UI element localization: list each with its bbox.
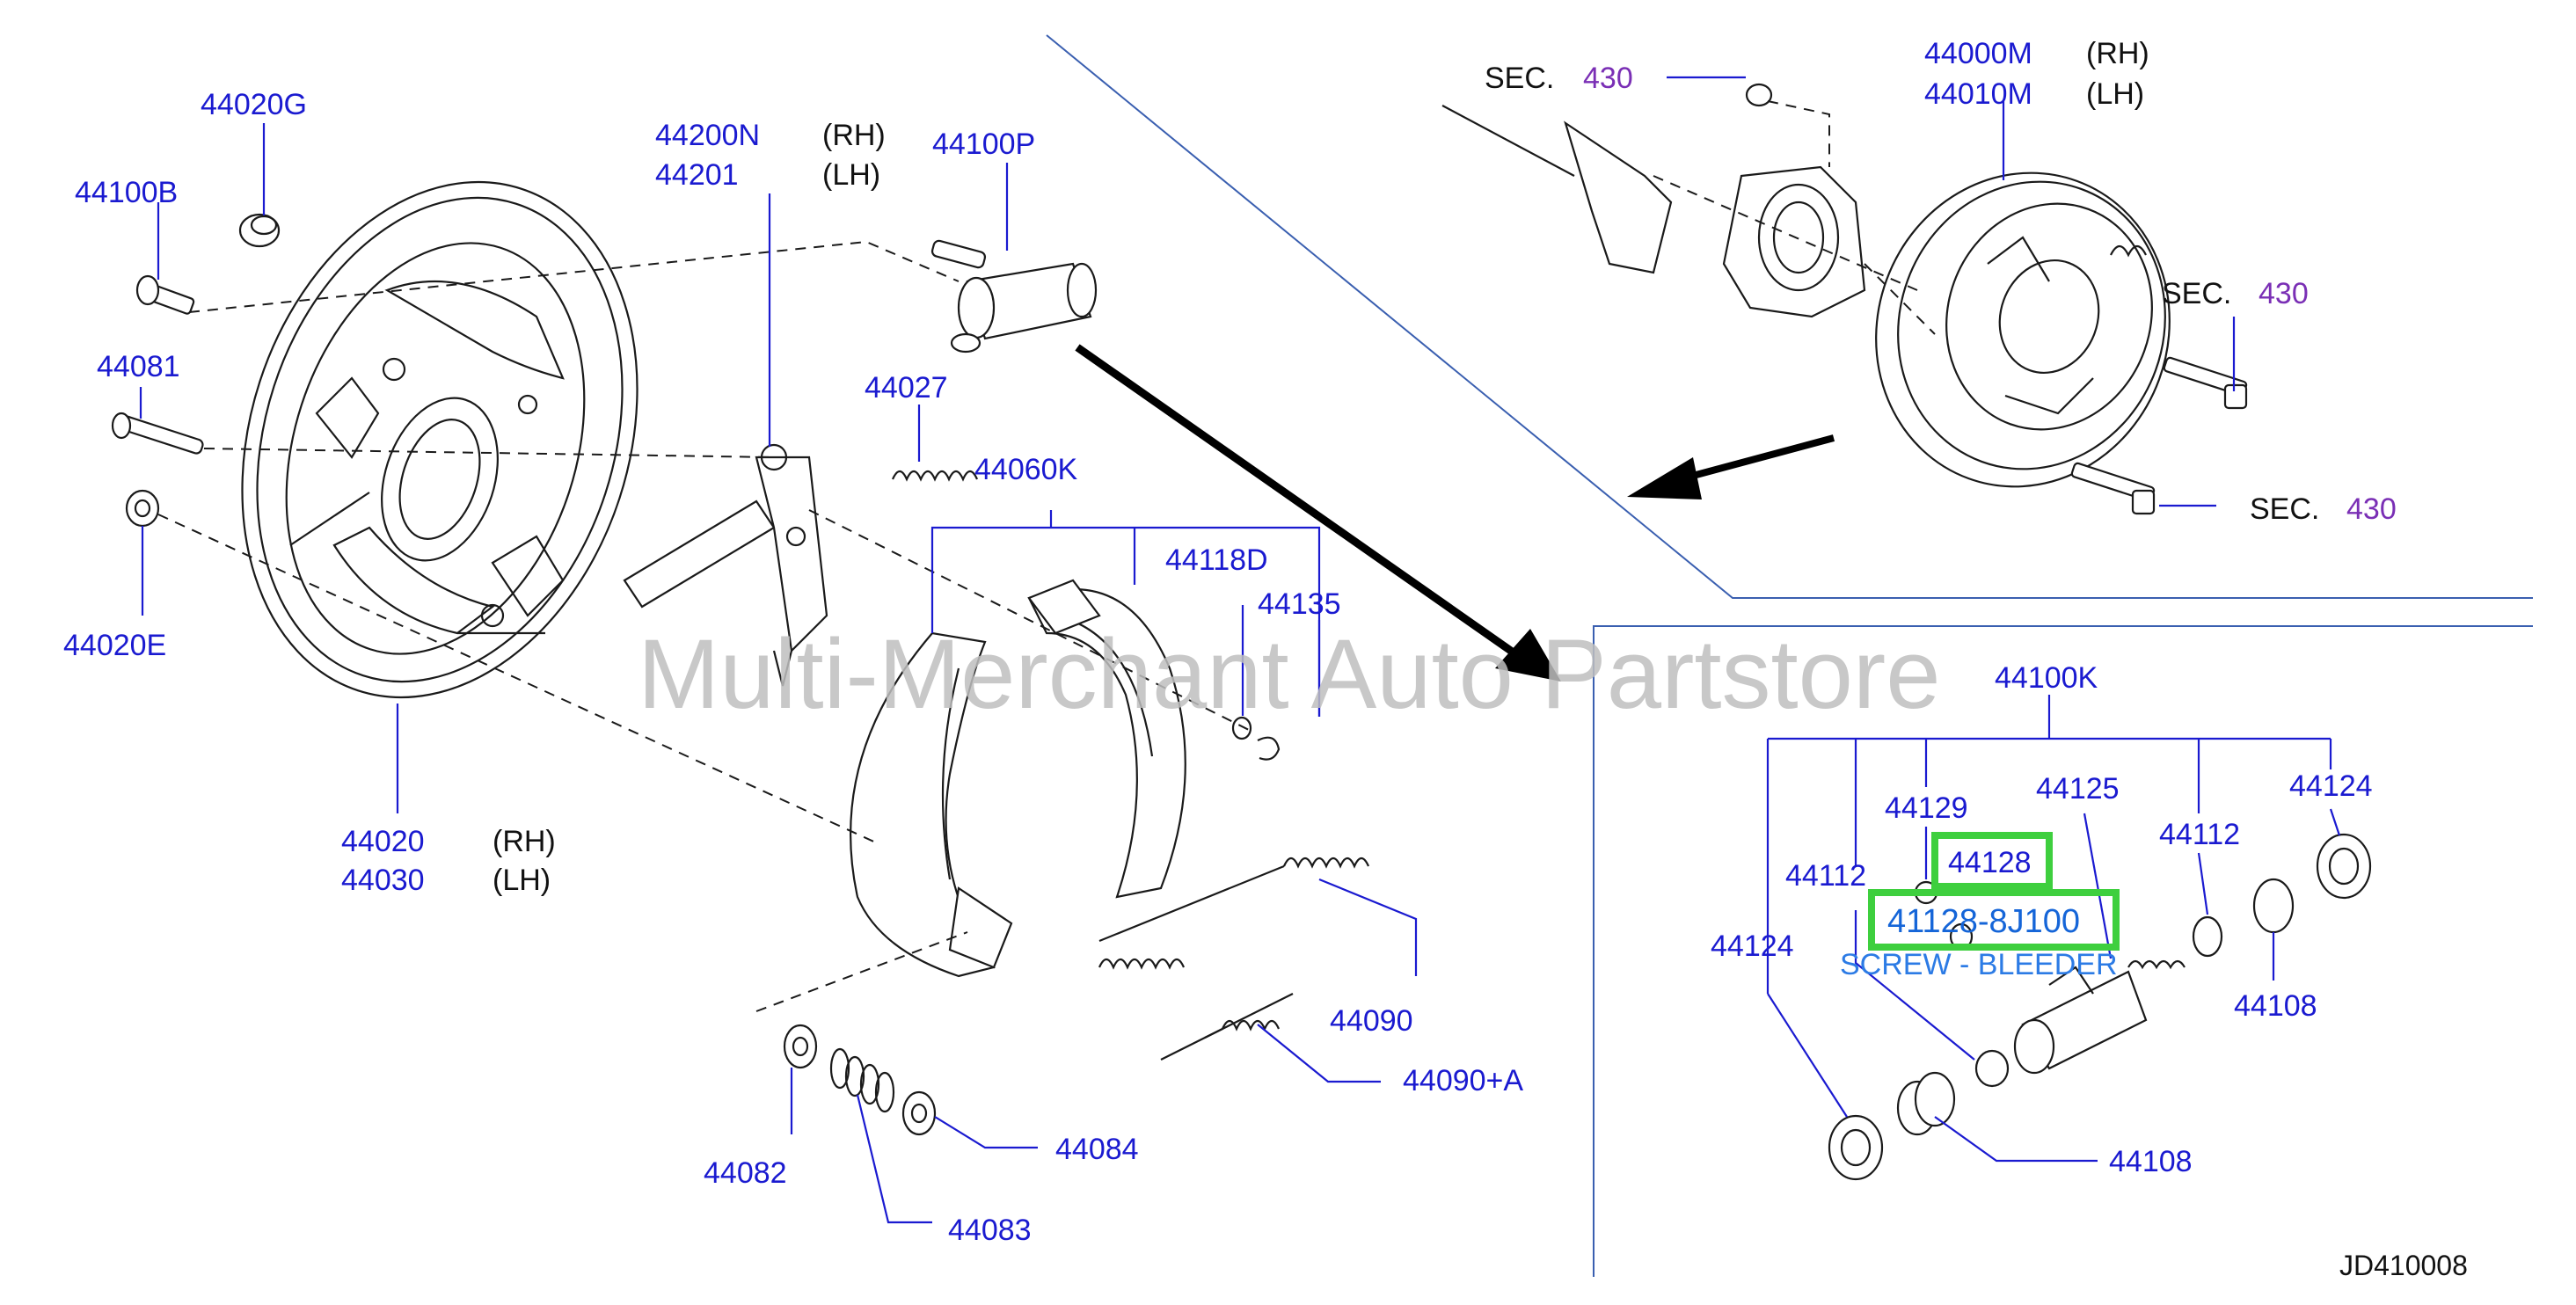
- label-44112-left: 44112: [1785, 859, 1866, 893]
- leader-lines-right-top: [1667, 76, 2236, 507]
- grommet-44020G: [238, 213, 281, 248]
- label-44084: 44084: [1055, 1133, 1139, 1166]
- spring-44027: [891, 470, 979, 482]
- cup-44084: [901, 1090, 937, 1136]
- diagram-code: JD410008: [2339, 1250, 2468, 1281]
- pin-44118D: [1231, 716, 1252, 740]
- label-sec-right: SEC.: [2162, 277, 2231, 310]
- label-44020: 44020: [341, 825, 425, 858]
- bolt-lower-right: [2070, 462, 2156, 515]
- label-sec-bottom: SEC.: [2250, 492, 2319, 526]
- label-44135: 44135: [1258, 587, 1341, 621]
- label-44020-rh: (RH): [493, 825, 556, 858]
- label-44124-right: 44124: [2289, 769, 2373, 803]
- watermark: Multi-Merchant Auto Partstore: [638, 619, 1940, 729]
- nut-44020E: [125, 489, 160, 528]
- label-44000M-rh: (RH): [2086, 37, 2149, 70]
- bolt-upper-right: [2163, 356, 2248, 410]
- spring-44090-upper: [1098, 857, 1370, 970]
- backing-plate-illustration: [241, 180, 639, 699]
- label-44010M-lh: (LH): [2086, 77, 2144, 111]
- label-44030: 44030: [341, 864, 425, 897]
- adjuster-44200N: [623, 443, 828, 687]
- label-sec-top: SEC.: [1485, 62, 1554, 95]
- cup-44082: [783, 1024, 818, 1069]
- label-44060K: 44060K: [974, 453, 1078, 486]
- arrow-to-detail: [1075, 344, 1561, 682]
- label-44100B: 44100B: [75, 176, 178, 209]
- section-divider-lines: [1046, 34, 2533, 1277]
- brake-shoe-rear: [850, 631, 1013, 978]
- label-sec-bottom-num: 430: [2346, 492, 2397, 526]
- leader-lines-left: [139, 123, 1418, 1224]
- arrow-to-left: [1627, 434, 1835, 499]
- label-44125: 44125: [2036, 772, 2120, 806]
- wheel-cylinder-detail-illustration: [1828, 833, 2372, 1181]
- label-44081: 44081: [97, 350, 180, 383]
- label-44200N-rh: (RH): [822, 119, 886, 152]
- label-sec-top-num: 430: [1583, 62, 1633, 95]
- label-44118D: 44118D: [1165, 543, 1268, 577]
- label-44020G: 44020G: [201, 88, 307, 121]
- label-44108-bottom: 44108: [2109, 1145, 2193, 1178]
- spring-44083: [829, 1047, 895, 1113]
- label-44090: 44090: [1330, 1004, 1413, 1038]
- label-44200N: 44200N: [655, 119, 760, 152]
- brake-shoe-front: [1027, 579, 1186, 899]
- label-44201-lh: (LH): [822, 158, 880, 192]
- label-sec-right-num: 430: [2259, 277, 2309, 310]
- label-44000M: 44000M: [1924, 37, 2032, 70]
- leader-lines-right-bottom: [1766, 695, 2341, 1163]
- label-44124-left: 44124: [1711, 930, 1794, 963]
- label-44082: 44082: [704, 1156, 787, 1190]
- highlight-box-44128: [1931, 832, 2053, 890]
- label-44020E: 44020E: [63, 629, 166, 662]
- drum-brake-assembly-illustration: [1441, 83, 2248, 515]
- label-44100P: 44100P: [932, 128, 1035, 161]
- label-44128: 44128: [1948, 846, 2032, 879]
- label-44112-right: 44112: [2159, 818, 2240, 851]
- stud-44081: [111, 412, 204, 455]
- label-44108-right: 44108: [2234, 989, 2317, 1023]
- highlight-part-name: SCREW - BLEEDER: [1840, 948, 2118, 981]
- label-44083: 44083: [948, 1214, 1032, 1247]
- clip-44135: [1257, 736, 1281, 761]
- label-44030-lh: (LH): [493, 864, 551, 897]
- label-44129: 44129: [1885, 791, 1968, 825]
- spring-44090A: [1160, 993, 1294, 1061]
- assembly-dash-lines-left: [157, 240, 1250, 1012]
- label-44201: 44201: [655, 158, 739, 192]
- highlight-box-bleeder: [1868, 889, 2120, 951]
- wheel-cylinder-44100P: [930, 239, 1098, 354]
- label-44010M: 44010M: [1924, 77, 2032, 111]
- label-44027: 44027: [865, 371, 948, 405]
- label-44090A: 44090+A: [1403, 1064, 1523, 1097]
- highlight-part-number: 41128-8J100: [1887, 903, 2080, 940]
- label-44100K: 44100K: [1995, 661, 2098, 695]
- bolt-44100B: [135, 274, 195, 315]
